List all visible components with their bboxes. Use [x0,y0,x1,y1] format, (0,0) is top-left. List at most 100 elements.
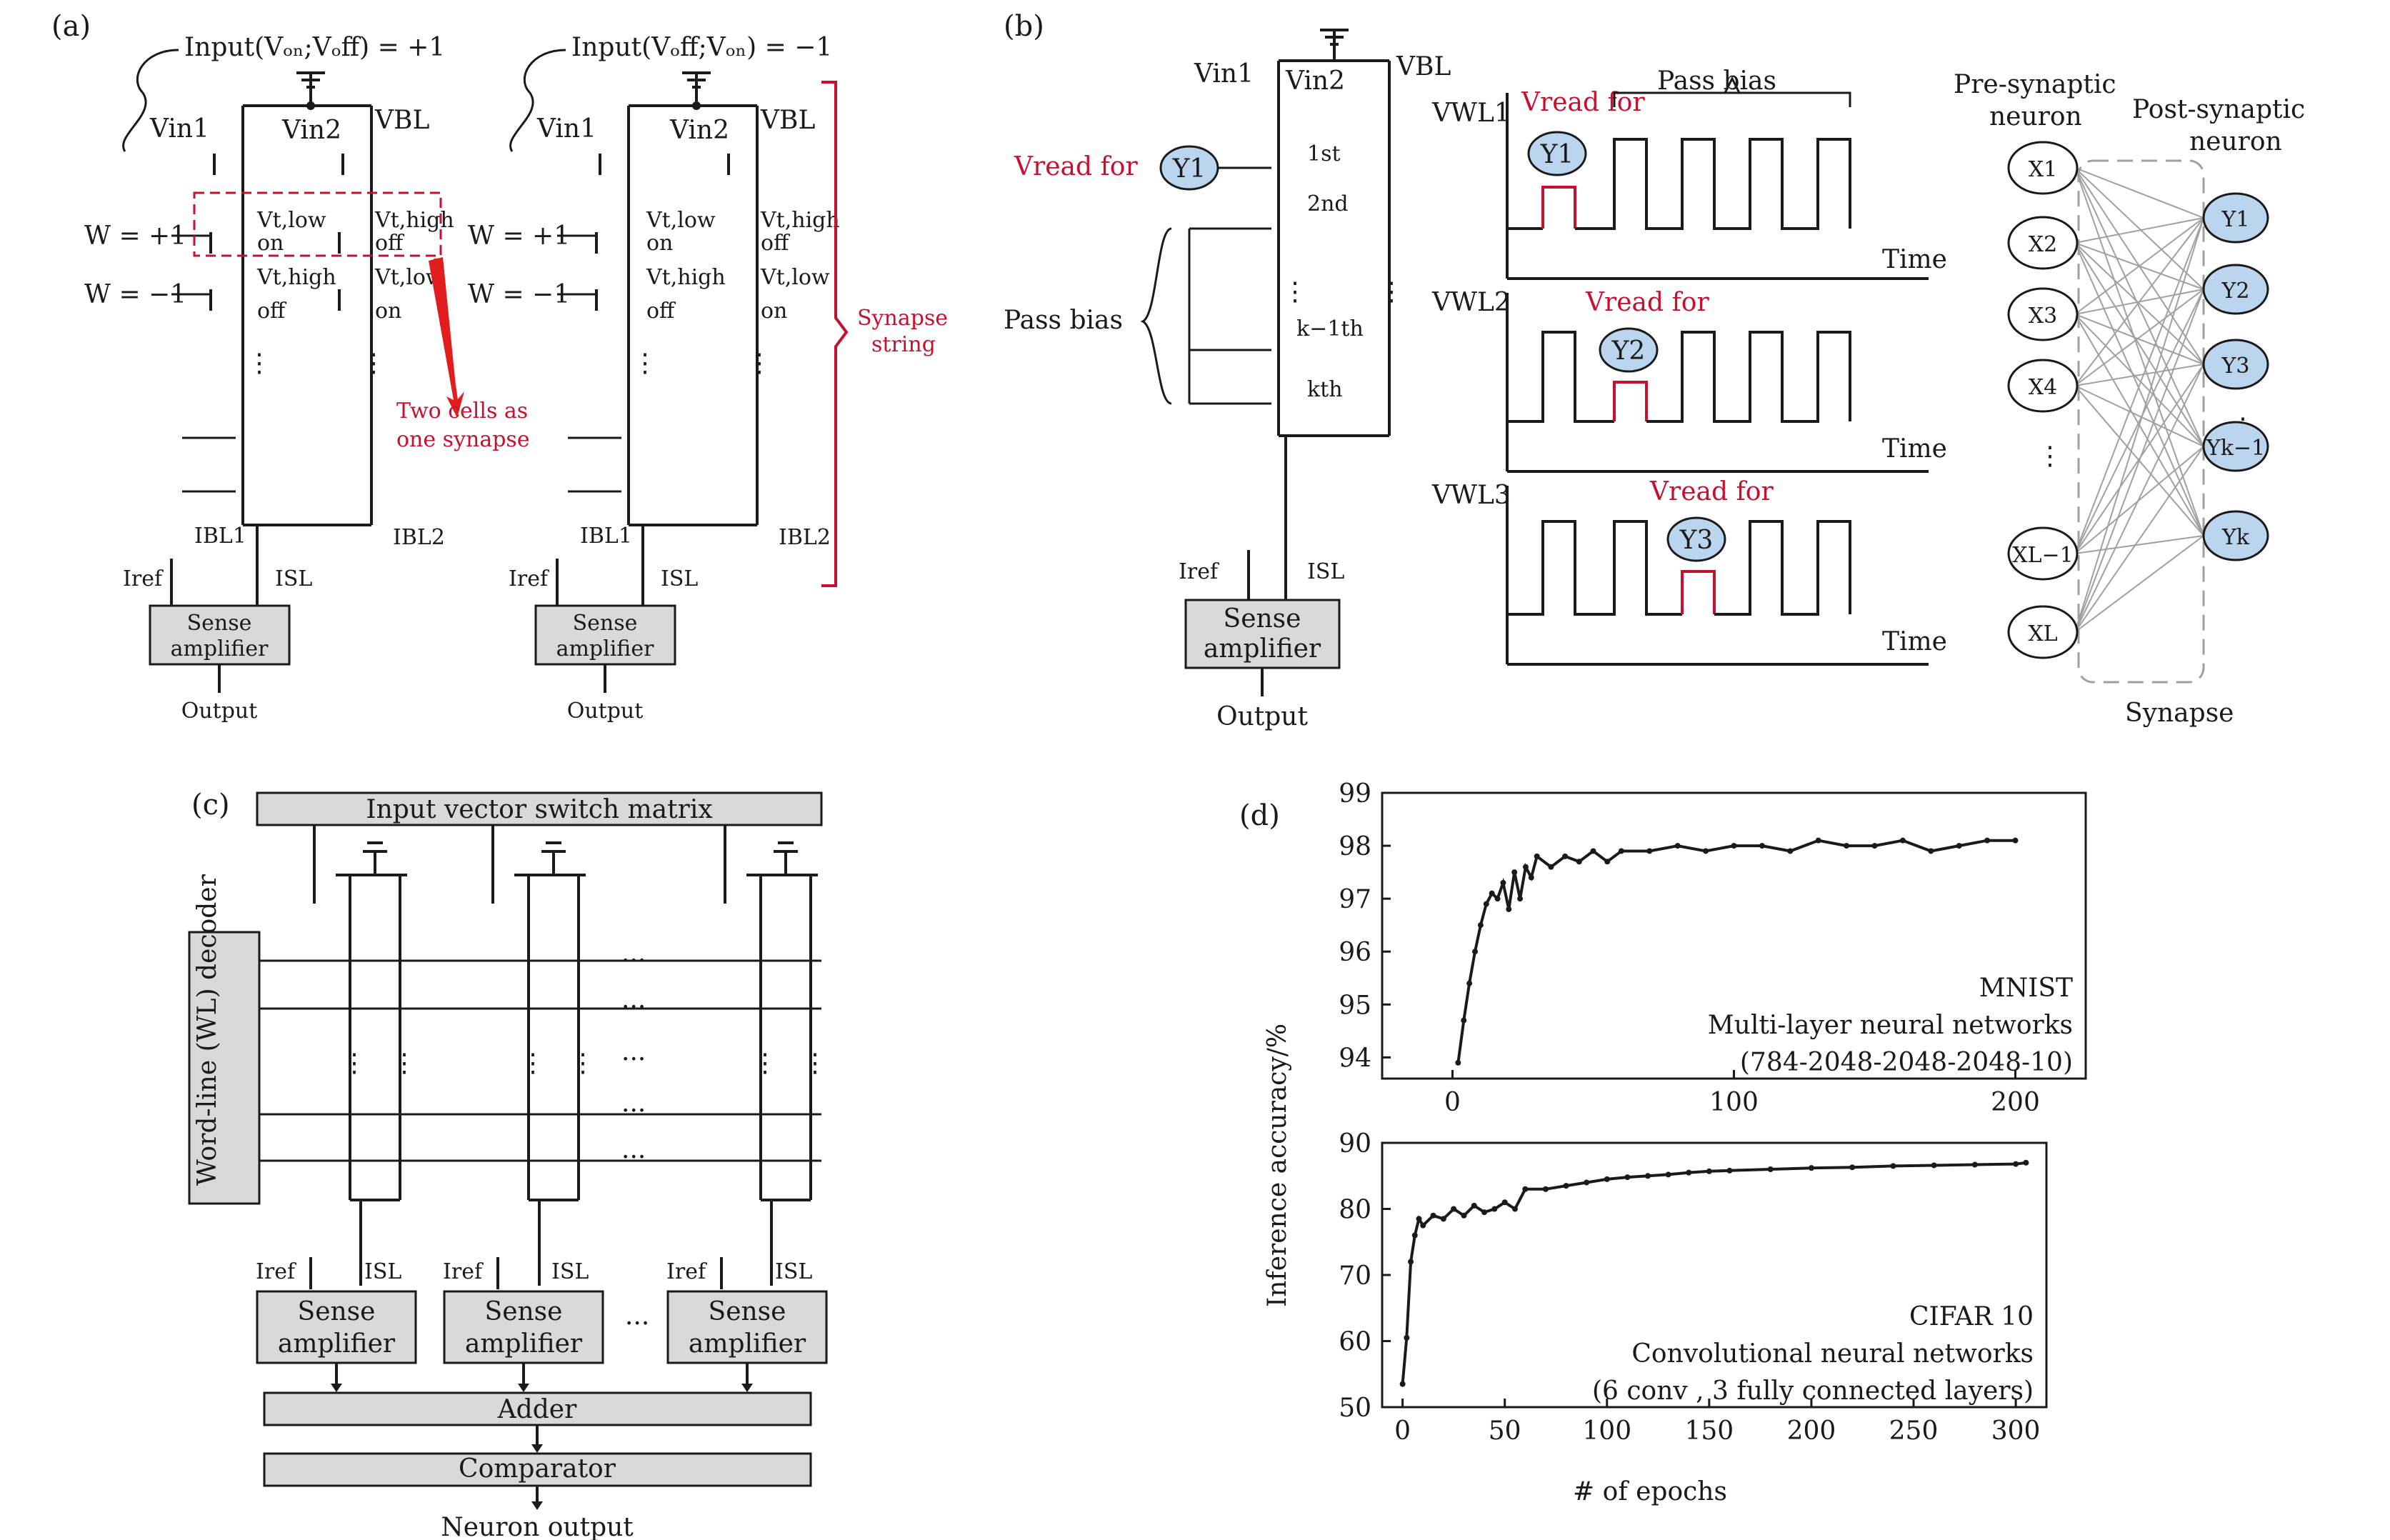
post-neuron-label-2: neuron [2189,127,2282,156]
dots-c2: ··· [621,993,646,1022]
accuracy-point [1477,922,1484,929]
panel-b-string: Vin1 Vin2 VBL Vread for Y1 1st 2nd ⋮ ⋮ k… [1004,29,1451,731]
accuracy-point [1430,1212,1436,1219]
synapse-link [2074,242,2204,536]
iref-label: Iref [443,1259,484,1284]
y-tick-label: 50 [1339,1394,1371,1423]
isl-label: ISL [551,1259,589,1284]
x-tick-label: 0 [1444,1088,1461,1117]
dots-b2: ⋮ [1379,277,1404,306]
synapse-link [2074,217,2204,633]
synapse-box [2077,159,2205,684]
accuracy-point [1899,837,1906,844]
iref-label-a-r: Iref [509,566,549,591]
accuracy-point [1890,1163,1896,1169]
pass-bias-label-left: Pass bias [1004,306,1123,335]
accuracy-point [1562,853,1569,859]
post-neuron-node [2202,192,2269,244]
sense-amp-c [666,1290,828,1364]
ibl2-label-r: IBL2 [779,525,831,550]
w-plus-label-left: W = +1 [84,221,186,251]
accuracy-point [1522,1186,1529,1192]
output-b: Output [1216,702,1308,731]
accuracy-point [1512,1206,1518,1212]
pre-neuron-node [2007,605,2079,659]
synapse-link [2074,314,2204,447]
accuracy-point [1759,843,1765,849]
two-cells-label-1: Two cells as [396,399,528,424]
off-2: off [257,299,287,324]
accuracy-point [1731,843,1737,849]
accuracy-point [1726,1167,1733,1174]
ibl2-label: IBL2 [393,525,445,550]
accuracy-point [1455,1059,1461,1066]
y2-wl2-node-label: Y2 [1611,336,1646,366]
vt-low-3: Vt,low [646,208,716,233]
accuracy-point [1534,853,1540,859]
panel-a-left-string: Input(Vₒₙ;Vₒff) = +1 Vin1 Vin2 VBL [84,33,530,724]
sense-amp-c-l1: Sense [298,1297,376,1326]
vread-for-wl2: Vread for [1585,288,1709,317]
synapse-link [2074,385,2204,447]
ibl1-label: IBL1 [194,524,246,549]
ibl1-label-r: IBL1 [580,524,632,549]
waveform-wl1: VWL1 Time Vread for Y1 Pass bias [1431,66,1947,280]
on-1: on [257,231,284,256]
sense-amp-c-l2: amplifier [465,1329,583,1359]
y1-node-left-label: Y1 [1172,154,1206,184]
sense-amp-b-l2: amplifier [1204,634,1321,664]
accuracy-point [1706,1168,1712,1174]
accuracy-point [1404,1334,1410,1341]
dots-c5: ··· [621,1143,646,1172]
isl-label: ISL [364,1259,401,1284]
accuracy-point [1466,980,1473,986]
synapse-link [2074,167,2204,219]
synapse-link [2074,289,2204,386]
post-neuron-node [2202,264,2269,315]
accuracy-point [1451,1206,1457,1212]
x-tick-label: 200 [1787,1416,1836,1446]
off-3: off [761,231,791,256]
accuracy-point [1767,1166,1774,1172]
vertical-dots: ⋮ [391,1049,417,1078]
isl-label-a: ISL [275,566,312,591]
x-tick-label: 200 [1991,1088,2040,1117]
y-tick-label: 94 [1339,1044,1371,1073]
synapse-link [2074,167,2204,447]
accuracy-point [1984,837,1991,844]
off-1: off [375,231,405,256]
accuracy-point [1646,848,1653,854]
vin1-label-left: Vin1 [149,114,209,144]
post-neuron-label: Y1 [2221,207,2250,232]
y-tick-label: 70 [1339,1261,1371,1291]
x-tick-label: 50 [1489,1416,1521,1446]
x-tick-label: 100 [1709,1088,1759,1117]
y1-wl1-node [1527,131,1587,176]
dots-a2: ⋮ [361,349,386,378]
synapse-string-brace [821,81,849,587]
chart-annotation: Multi-layer neural networks [1708,1011,2073,1040]
dots-c4: ··· [621,1096,646,1126]
accuracy-point [1491,1206,1498,1212]
x-tick-label: 250 [1889,1416,1939,1446]
post-neuron-label: Y2 [2221,279,2250,304]
vbl-b: VBL [1396,52,1451,81]
wl3-label: VWL3 [1431,481,1511,510]
synapse-link [2074,242,2204,365]
accuracy-point [1808,1165,1814,1171]
accuracy-point [1522,864,1529,870]
y-tick-label: 90 [1339,1129,1371,1159]
synapse-link [2074,217,2204,244]
iref-b: Iref [1179,559,1219,584]
panel-a-right-string: Input(Vₒff;Vₒₙ) = −1 Vin1 Vin2 VBL W = +… [468,33,948,724]
accuracy-point [2013,1161,2019,1167]
post-neuron-label: Yk−1 [2206,436,2265,461]
accuracy-line [1401,1161,2026,1384]
input-plus-label: Input(Vₒₙ;Vₒff) = +1 [184,33,445,62]
accuracy-point [1971,1161,1978,1168]
neuron-output-label: Neuron output [441,1513,634,1540]
accuracy-point [1815,837,1821,844]
accuracy-point [2023,1159,2029,1166]
